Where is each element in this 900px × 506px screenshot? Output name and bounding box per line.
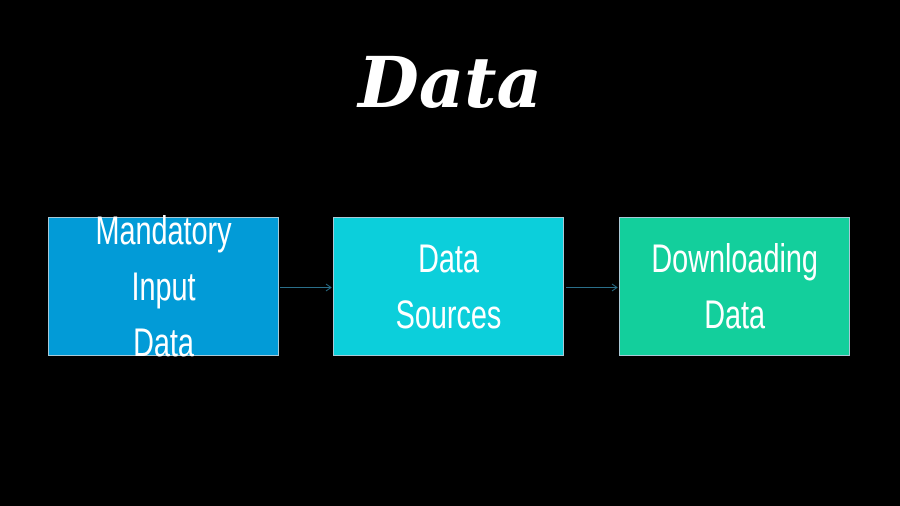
box-mandatory-input-data: Mandatory Input Data [48,209,279,365]
box-label: Mandatory Input Data [95,208,232,365]
slide-title: Data [358,41,542,124]
box-data-sources: Data Sources [333,217,564,356]
box-label: Downloading Data [651,236,818,337]
arrow-1 [280,283,332,292]
box-label: Data Sources [395,236,502,337]
box-downloading-data: Downloading Data [619,217,850,356]
arrow-2 [566,283,618,292]
